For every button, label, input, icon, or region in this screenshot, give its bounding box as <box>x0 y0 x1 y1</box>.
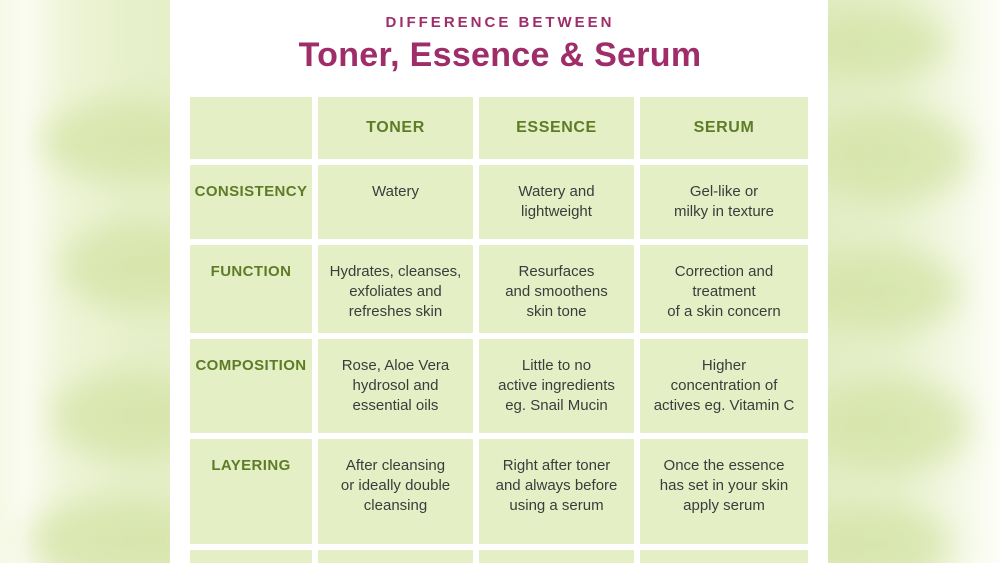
blur-blob <box>28 498 170 563</box>
cell-composition-toner: Rose, Aloe Vera hydrosol and essential o… <box>318 339 473 433</box>
cell-consistency-essence: Watery and lightweight <box>479 165 634 239</box>
blur-blob <box>828 108 970 203</box>
blur-blob <box>828 248 960 333</box>
blurred-background-left <box>0 0 170 563</box>
column-header-toner: TONER <box>318 97 473 159</box>
cell-layering-serum: Once the essence has set in your skin ap… <box>640 439 808 544</box>
cell-composition-serum: Higher concentration of actives eg. Vita… <box>640 339 808 433</box>
title-block: DIFFERENCE BETWEEN Toner, Essence & Seru… <box>170 14 830 75</box>
cell-composition-essence: Little to no active ingredients eg. Snai… <box>479 339 634 433</box>
comparison-table: TONER ESSENCE SERUM CONSISTENCY Watery W… <box>190 97 808 563</box>
page-title: Toner, Essence & Serum <box>298 36 702 74</box>
blur-blob <box>42 100 170 182</box>
cell-function-serum: Correction and treatment of a skin conce… <box>640 245 808 333</box>
row-label-layering: LAYERING <box>190 439 312 544</box>
blur-blob <box>62 222 170 310</box>
blur-blob <box>828 8 948 80</box>
clipped-row-cell <box>190 550 312 563</box>
column-header-serum: SERUM <box>640 97 808 159</box>
clipped-row-cell <box>640 550 808 563</box>
cell-layering-essence: Right after toner and always before usin… <box>479 439 634 544</box>
clipped-row-cell <box>479 550 634 563</box>
row-label-composition: COMPOSITION <box>190 339 312 433</box>
cell-consistency-toner: Watery <box>318 165 473 239</box>
blur-blob <box>828 378 970 473</box>
column-header-essence: ESSENCE <box>479 97 634 159</box>
blurred-background-right <box>828 0 1000 563</box>
title-kicker: DIFFERENCE BETWEEN <box>385 14 615 31</box>
cell-function-toner: Hydrates, cleanses, exfoliates and refre… <box>318 245 473 333</box>
corner-cell <box>190 97 312 159</box>
row-label-consistency: CONSISTENCY <box>190 165 312 239</box>
clipped-row-cell <box>318 550 473 563</box>
row-label-function: FUNCTION <box>190 245 312 333</box>
blur-blob <box>828 505 950 563</box>
cell-layering-toner: After cleansing or ideally double cleans… <box>318 439 473 544</box>
cell-consistency-serum: Gel-like or milky in texture <box>640 165 808 239</box>
blur-blob <box>52 372 170 460</box>
cell-function-essence: Resurfaces and smoothens skin tone <box>479 245 634 333</box>
